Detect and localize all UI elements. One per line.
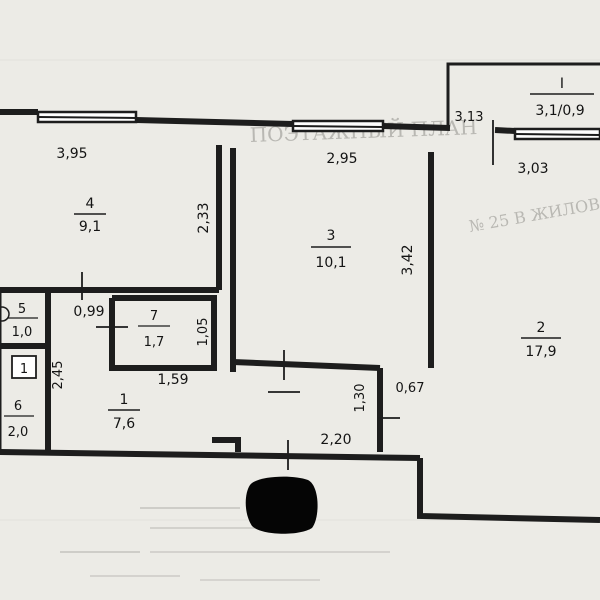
sink-icon (11, 355, 37, 379)
room-2-label: 2 17,9 (521, 320, 561, 360)
watermark-subtitle: № 25 В ЖИЛОВОМ ДОМУ (467, 179, 600, 236)
room-4-area: 9,1 (79, 219, 101, 235)
room-1-area: 7,6 (113, 416, 135, 432)
dim-room3-width: 2,95 (326, 151, 357, 167)
dimension-labels: 3,95 2,95 3,03 3,13 2,33 3,42 0,99 1,05 … (51, 110, 549, 448)
dim-room4-depth: 2,33 (196, 202, 212, 233)
room-labels: 4 9,1 3 10,1 2 17,9 1 7,6 5 1,0 6 2,0 (4, 76, 594, 440)
fixture-number: 1 (20, 362, 28, 377)
dim-hall-wall: 1,30 (353, 384, 368, 413)
room-7-area: 1,7 (144, 335, 165, 350)
room-3-label: 3 10,1 (311, 228, 351, 271)
dim-room4-width: 3,95 (56, 146, 87, 162)
dim-room2-width: 3,03 (517, 161, 548, 177)
room-3-number: 3 (327, 228, 336, 244)
balcony-area: 3,1/0,9 (535, 103, 584, 119)
faint-stamp-lines (60, 507, 390, 581)
room-7-label: 7 1,7 (138, 309, 170, 350)
balcony-label: I 3,1/0,9 (530, 76, 594, 119)
room-1-label: 1 7,6 (108, 392, 140, 432)
dim-room6-depth: 2,45 (51, 361, 66, 390)
dim-room5-width: 0,99 (73, 304, 104, 320)
room-3-area: 10,1 (315, 255, 346, 271)
dim-room7-depth: 1,05 (196, 318, 211, 347)
room-5-area: 1,0 (12, 325, 33, 340)
room-1-number: 1 (120, 392, 129, 408)
room-2-area: 17,9 (525, 344, 556, 360)
windows (36, 110, 600, 165)
outer-walls (0, 109, 600, 523)
room-6-area: 2,0 (8, 425, 29, 440)
room-6-number: 6 (14, 399, 22, 414)
room-2-number: 2 (537, 320, 546, 336)
balcony-number: I (560, 76, 564, 92)
dim-room7-width: 1,59 (157, 372, 188, 388)
toilet-icon (0, 306, 10, 322)
bathroom-fixtures: 1 (0, 306, 37, 379)
dim-balcony-width: 3,13 (455, 110, 484, 125)
room-4-number: 4 (86, 196, 95, 212)
room-6-label: 6 2,0 (4, 399, 34, 440)
room-5-number: 5 (18, 302, 26, 317)
room-7-number: 7 (150, 309, 158, 324)
balcony (446, 62, 600, 127)
redaction-blot (245, 476, 318, 534)
room-4-label: 4 9,1 (74, 196, 106, 235)
dim-room3-depth: 3,42 (400, 244, 416, 275)
room-5-label: 5 1,0 (8, 302, 38, 340)
interior-walls (0, 145, 434, 452)
dim-door-width: 0,67 (396, 381, 425, 396)
dim-hall-length: 2,20 (320, 432, 351, 448)
dimension-ticks (81, 272, 400, 470)
